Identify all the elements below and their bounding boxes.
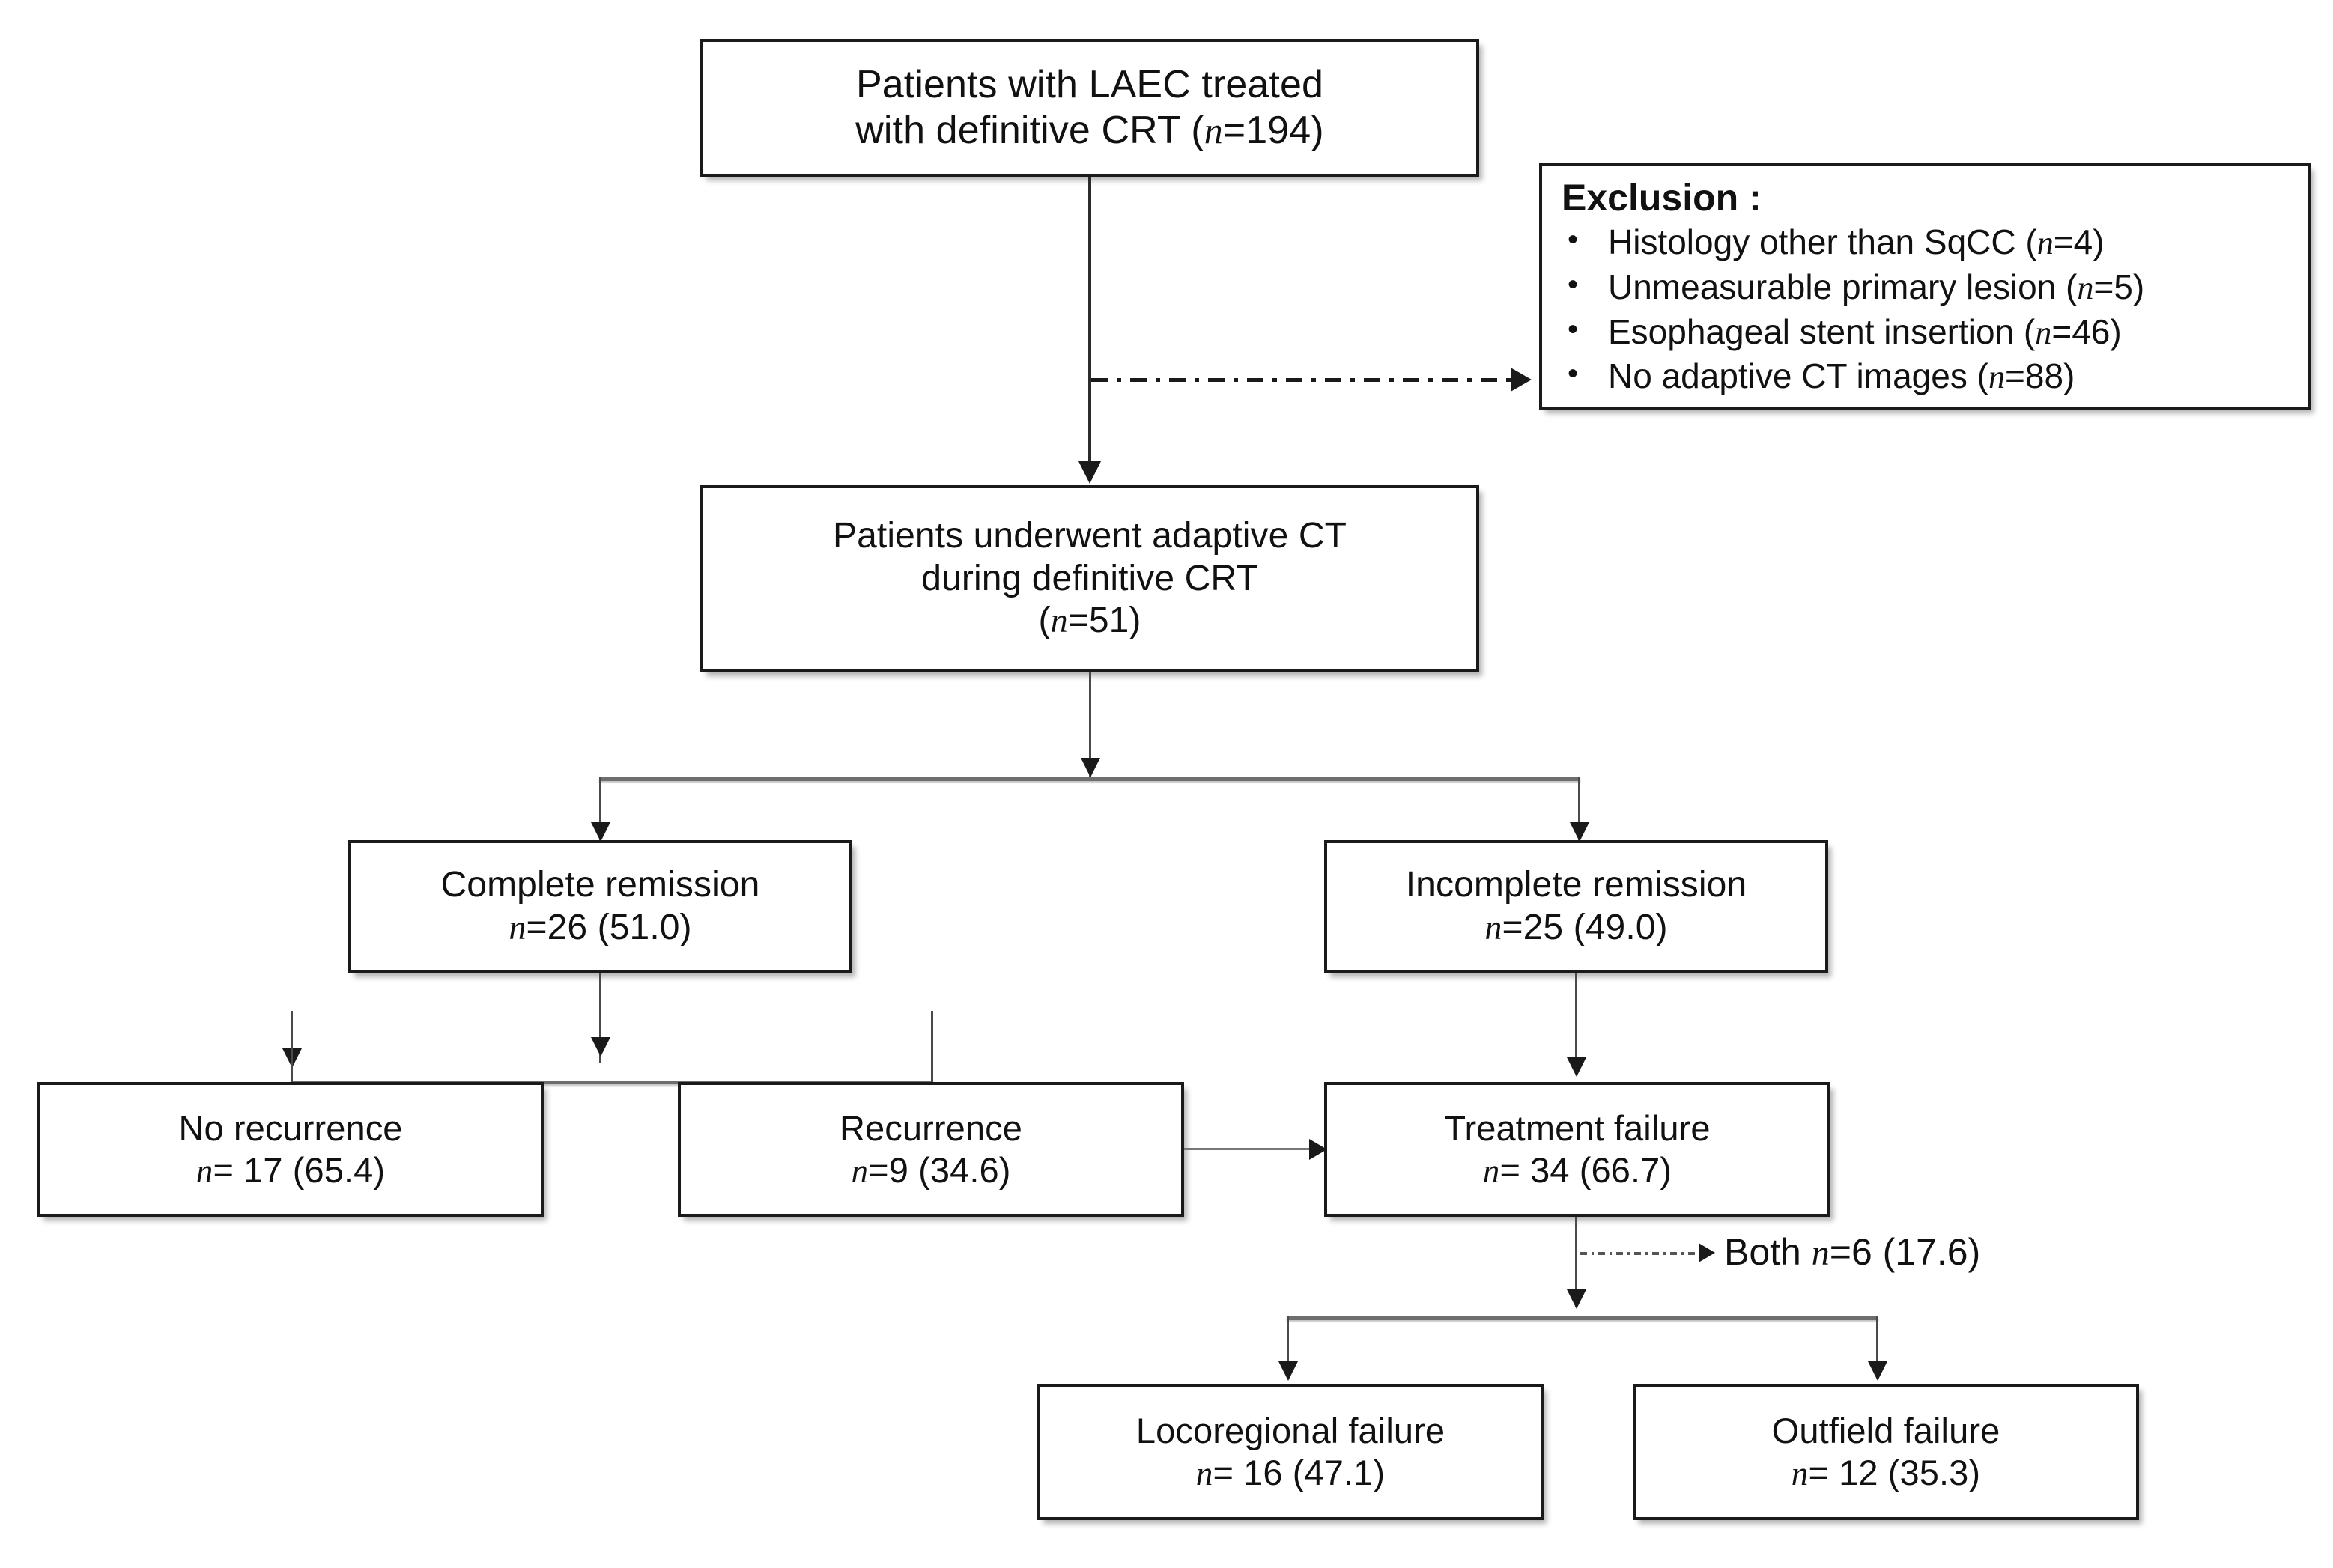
connector-split2-right-drop: [931, 1011, 933, 1082]
arrowhead-down-outfield-failure: [1868, 1361, 1887, 1381]
italic-n: n: [1195, 1454, 1213, 1492]
italic-n: n: [1204, 110, 1223, 151]
arrowhead-down-locoregional-failure: [1278, 1361, 1298, 1381]
connector-split1-right: [1578, 777, 1580, 845]
arrowhead-right-both: [1699, 1243, 1715, 1262]
node-complete-remission-line1: Complete remission: [440, 865, 760, 905]
exclusion-panel: Exclusion : Histology other than SqCC (n…: [1539, 163, 2311, 410]
node-adaptive-line3: (n=51): [1038, 601, 1141, 641]
node-enrolled-line2: with definitive CRT (n=194): [855, 109, 1324, 152]
italic-n: n: [1791, 1454, 1809, 1492]
node-incomplete-remission-line2: n=25 (49.0): [1484, 908, 1668, 947]
italic-n: n: [195, 1152, 213, 1190]
connector-both-dashdot: [1580, 1252, 1700, 1255]
exclusion-list: Histology other than SqCC (n=4) Unmeasur…: [1562, 217, 2293, 399]
arrowhead-down-split2: [591, 1037, 610, 1057]
connector-recurrence-to-treatment-failure: [1184, 1148, 1323, 1150]
node-locoregional-failure-line1: Locoregional failure: [1135, 1411, 1445, 1451]
node-treatment-failure-line1: Treatment failure: [1444, 1108, 1711, 1149]
arrowhead-down-complete-remission: [591, 822, 610, 842]
connector-split3-left: [1287, 1316, 1289, 1376]
node-recurrence-line2: n=9 (34.6): [851, 1149, 1011, 1190]
connector-split3-right: [1876, 1316, 1878, 1376]
node-no-recurrence: No recurrence n= 17 (65.4): [37, 1082, 544, 1217]
italic-n: n: [1482, 1152, 1500, 1190]
node-recurrence: Recurrence n=9 (34.6): [678, 1082, 1184, 1217]
connector-complete-remission-down: [599, 973, 601, 1063]
italic-n: n: [1484, 908, 1502, 946]
node-recurrence-line1: Recurrence: [840, 1108, 1022, 1149]
italic-n: n: [851, 1152, 869, 1190]
italic-n: n: [1988, 359, 2006, 396]
connector-incomplete-to-treatment-failure: [1575, 973, 1577, 1062]
node-locoregional-failure-line2: n= 16 (47.1): [1195, 1452, 1386, 1492]
italic-n: n: [2035, 314, 2052, 351]
exclusion-item-4: No adaptive CT images (n=88): [1562, 351, 2293, 399]
node-treatment-failure-line2: n= 34 (66.7): [1482, 1149, 1672, 1190]
node-outfield-failure: Outfield failure n= 12 (35.3): [1633, 1384, 2139, 1520]
node-patients-enrolled: Patients with LAEC treated with definiti…: [700, 39, 1479, 177]
connector-split2-left-drop: [291, 1011, 293, 1082]
exclusion-item-1: Histology other than SqCC (n=4): [1562, 217, 2293, 265]
arrowhead-down-treatment-failure: [1567, 1057, 1586, 1077]
connector-adaptive-down: [1089, 672, 1091, 777]
arrowhead-down-to-adaptive: [1078, 461, 1101, 484]
connector-split1-left: [599, 777, 601, 845]
italic-n: n: [1811, 1233, 1830, 1273]
italic-n: n: [2036, 225, 2054, 261]
italic-n: n: [509, 908, 527, 946]
italic-n: n: [2077, 269, 2094, 306]
split-bar-remission: [599, 777, 1580, 781]
node-no-recurrence-line1: No recurrence: [178, 1108, 403, 1149]
node-adaptive-ct: Patients underwent adaptive CT during de…: [700, 485, 1479, 672]
arrowhead-down-split3: [1567, 1289, 1586, 1309]
node-complete-remission-line2: n=26 (51.0): [509, 908, 692, 947]
split-bar-recurrence: [291, 1081, 933, 1084]
node-incomplete-remission: Incomplete remission n=25 (49.0): [1324, 840, 1828, 973]
split-bar-failure-sites: [1287, 1316, 1878, 1320]
node-treatment-failure: Treatment failure n= 34 (66.7): [1324, 1082, 1830, 1217]
annotation-both: Both n=6 (17.6): [1724, 1231, 1981, 1273]
node-adaptive-line2: during definitive CRT: [921, 558, 1258, 598]
node-complete-remission: Complete remission n=26 (51.0): [348, 840, 852, 973]
node-no-recurrence-line2: n= 17 (65.4): [195, 1149, 386, 1190]
connector-treatment-failure-down: [1575, 1217, 1577, 1307]
node-locoregional-failure: Locoregional failure n= 16 (47.1): [1037, 1384, 1544, 1520]
arrowhead-down-split1: [1081, 758, 1100, 777]
connector-exclusion-dashdot: [1091, 378, 1511, 382]
connector-enrolled-to-adaptive: [1088, 177, 1091, 461]
node-enrolled-line1: Patients with LAEC treated: [855, 62, 1324, 106]
node-outfield-failure-line2: n= 12 (35.3): [1791, 1452, 1981, 1492]
exclusion-title: Exclusion :: [1562, 177, 1762, 219]
node-adaptive-line1: Patients underwent adaptive CT: [832, 516, 1347, 556]
italic-n: n: [1050, 601, 1068, 640]
arrowhead-right-to-exclusion: [1511, 368, 1532, 392]
exclusion-item-3: Esophageal stent insertion (n=46): [1562, 307, 2293, 355]
exclusion-item-2: Unmeasurable primary lesion (n=5): [1562, 262, 2293, 310]
arrowhead-down-incomplete-remission: [1570, 822, 1589, 842]
node-outfield-failure-line1: Outfield failure: [1771, 1411, 2000, 1451]
node-incomplete-remission-line1: Incomplete remission: [1405, 865, 1747, 905]
